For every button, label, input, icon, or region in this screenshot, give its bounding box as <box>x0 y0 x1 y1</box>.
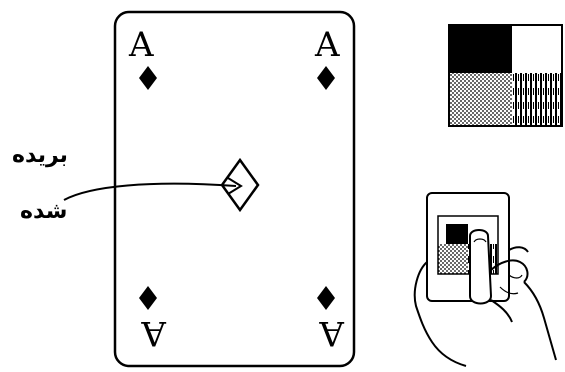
rank-bottom-left: A <box>141 313 167 353</box>
thumb <box>470 230 491 304</box>
quadrant-white <box>512 25 562 73</box>
rank-bottom-right: A <box>319 313 345 353</box>
quadrant-stippled <box>449 73 512 126</box>
quadrant-streaked <box>512 73 562 126</box>
quadrant-square <box>449 25 562 126</box>
quadrant-black <box>449 25 512 73</box>
annotation-line-1: بریده <box>12 143 68 168</box>
rank-top-left: A <box>128 25 154 65</box>
hand-holding-card <box>415 193 556 366</box>
rank-top-right: A <box>314 25 340 65</box>
annotation-line-2: شده <box>20 199 67 224</box>
